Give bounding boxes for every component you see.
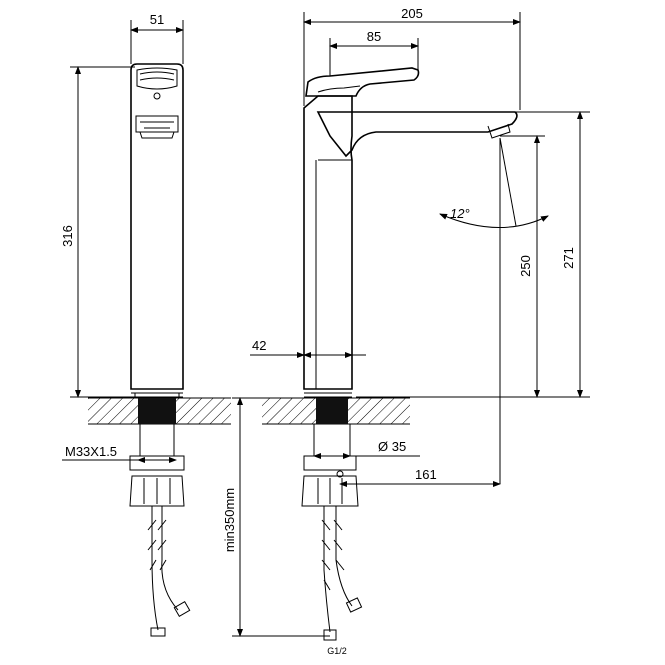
lower-fitting-side bbox=[313, 424, 351, 457]
dim-hose-length: min350mm bbox=[222, 488, 237, 552]
spout-side bbox=[316, 111, 518, 158]
dim-spout-height: 250 bbox=[518, 255, 533, 277]
thread-block-front bbox=[138, 398, 176, 424]
faucet-body-front bbox=[130, 63, 184, 390]
dim-body-width: 42 bbox=[252, 338, 266, 353]
handle-front bbox=[136, 67, 178, 90]
lower-fitting-front bbox=[139, 424, 175, 457]
dim-spout-angle: 12° bbox=[450, 206, 470, 221]
hose-front bbox=[147, 505, 191, 637]
dim-hole-diameter: Ø 35 bbox=[378, 439, 406, 454]
thread-block-side bbox=[316, 398, 348, 424]
handle-side bbox=[305, 67, 420, 97]
dim-width-front: 51 bbox=[150, 12, 164, 27]
dim-height-total: 316 bbox=[60, 225, 75, 247]
side-view: 205 85 271 250 12° 42 Ø 35 161 bbox=[222, 6, 590, 656]
dim-body-height: 271 bbox=[561, 247, 576, 269]
dim-width-side: 205 bbox=[401, 6, 423, 21]
dim-handle-length: 85 bbox=[367, 29, 381, 44]
screw-icon bbox=[153, 92, 161, 100]
dim-spout-reach: 161 bbox=[415, 467, 437, 482]
dim-thread: M33X1.5 bbox=[65, 444, 117, 459]
front-view: 51 316 M33X1.5 bbox=[60, 12, 231, 637]
spout-outlet-front bbox=[135, 115, 179, 133]
hose-side bbox=[321, 506, 363, 641]
label-connection: G1/2 bbox=[327, 646, 347, 656]
faucet-body-side bbox=[303, 95, 353, 390]
